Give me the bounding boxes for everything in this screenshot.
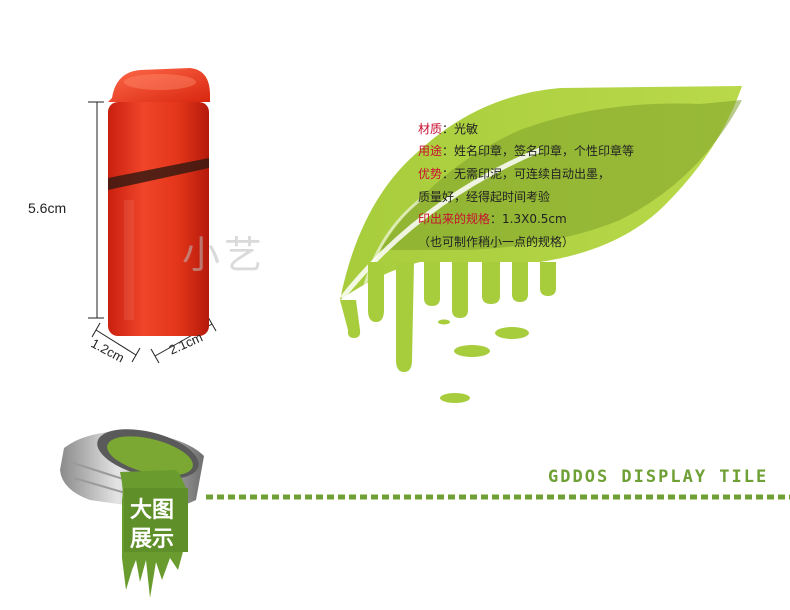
spec-label: 材质 xyxy=(418,122,443,136)
depth-dimension-line xyxy=(91,322,141,363)
height-dimension-line xyxy=(88,101,104,319)
spec-value: ：姓名印章，签名印章，个性印章等 xyxy=(442,144,635,158)
banner-label-line2: 展示 xyxy=(130,527,175,552)
spec-advantage: 优势：无需印泥，可连续自动出墨， xyxy=(418,166,610,182)
height-label: 5.6cm xyxy=(28,200,67,216)
paint-bucket-icon xyxy=(60,429,204,598)
watermark-text: 小艺 xyxy=(182,233,267,277)
spec-value: ：光敏 xyxy=(442,122,479,136)
spec-value: 质量好，经得起时间考验 xyxy=(418,190,551,204)
spec-value: ：无需印泥，可连续自动出墨， xyxy=(442,167,611,181)
spec-label: 印出来的规格 xyxy=(418,212,491,226)
spec-print-size: 印出来的规格：1.3X0.5cm xyxy=(418,211,567,227)
green-leaf-graphic xyxy=(340,86,742,403)
spec-advantage-cont: 质量好，经得起时间考验 xyxy=(418,189,550,205)
spec-material: 材质：光敏 xyxy=(418,121,478,137)
spec-label: 优势 xyxy=(418,167,443,181)
display-tile-title: GDDOS DISPLAY TILE xyxy=(548,467,769,487)
spec-usage: 用途：姓名印章，签名印章，个性印章等 xyxy=(418,143,634,159)
spec-value: ：1.3X0.5cm xyxy=(490,212,567,226)
spec-value: （也可制作稍小一点的规格） xyxy=(418,235,575,249)
banner-label-line1: 大图 xyxy=(130,498,175,523)
spec-note: （也可制作稍小一点的规格） xyxy=(418,234,574,250)
spec-label: 用途 xyxy=(418,144,443,158)
red-stamp-product xyxy=(108,68,210,336)
